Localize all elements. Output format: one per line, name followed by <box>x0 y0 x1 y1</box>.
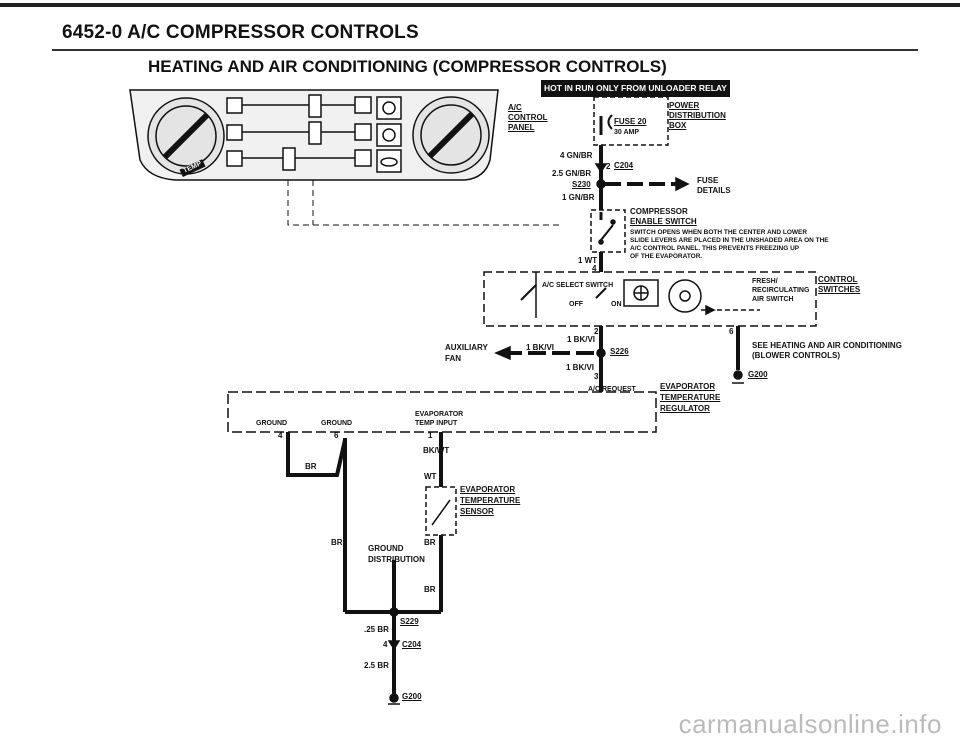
wire-br-d: BR <box>424 585 436 594</box>
panel-label-1: A/C <box>508 103 522 112</box>
regulator-ground-1: GROUND <box>256 420 288 427</box>
pin-ground-1: 4 <box>278 431 283 440</box>
switch-note-4: OF THE EVAPORATOR. <box>630 253 703 260</box>
power-dist-label-1: POWER <box>669 101 700 110</box>
wire-1bkvi-b: 1 BK/VI <box>526 343 555 352</box>
compressor-enable-switch <box>590 209 626 253</box>
section-title: HEATING AND AIR CONDITIONING (COMPRESSOR… <box>148 57 667 76</box>
pin-c204: 2 <box>606 162 611 171</box>
pin-ac-request: 3 <box>594 372 599 381</box>
blower-note-2: (BLOWER CONTROLS) <box>752 351 840 360</box>
connector-c204b: C204 <box>402 640 422 649</box>
wire-br-c: BR <box>424 538 436 547</box>
control-switches-label-2: SWITCHES <box>818 285 861 294</box>
wire-25br: 2.5 BR <box>364 661 389 670</box>
wire-br-a: BR <box>305 462 317 471</box>
splice-s226-label: S226 <box>610 347 629 356</box>
ground-g200-b: G200 <box>402 692 422 701</box>
switch-note-3: A/C CONTROL PANEL. THIS PREVENTS FREEZIN… <box>630 245 800 252</box>
splice-s229 <box>389 607 399 617</box>
title-rule <box>52 49 918 51</box>
page-title: 6452-0 A/C COMPRESSOR CONTROLS <box>62 22 419 43</box>
power-distribution-box <box>593 96 669 146</box>
wire-025br: .25 BR <box>364 625 389 634</box>
ground-g200 <box>389 693 399 703</box>
fresh-label-3: AIR SWITCH <box>752 296 794 303</box>
panel-label-3: PANEL <box>508 123 535 132</box>
panel-label-2: CONTROL <box>508 113 548 122</box>
connector-c204: C204 <box>614 161 634 170</box>
aux-fan-2: FAN <box>445 354 461 363</box>
ground-distribution-2: DISTRIBUTION <box>368 555 425 564</box>
regulator-label-2: TEMPERATURE <box>660 393 721 402</box>
control-switches-box <box>483 271 817 327</box>
hot-in-run-banner: HOT IN RUN ONLY FROM UNLOADER RELAY K7 <box>541 80 730 110</box>
recirc-icon <box>668 279 702 313</box>
pin-ground-2: 6 <box>334 431 339 440</box>
wire-wt: WT <box>424 472 437 481</box>
power-dist-label-2: DISTRIBUTION <box>669 111 726 120</box>
pin-relay: 2 <box>594 327 599 336</box>
wire-1gnbr: 1 GN/BR <box>562 193 595 202</box>
fresh-label-2: RECIRCULATING <box>752 287 810 294</box>
ground-g200-a: G200 <box>748 370 768 379</box>
top-rule <box>0 3 960 7</box>
switch-note-2: SLIDE LEVERS ARE PLACED IN THE UNSHADED … <box>630 237 829 244</box>
regulator-label-1: EVAPORATOR <box>660 382 716 391</box>
aux-fan-1: AUXILIARY <box>445 343 488 352</box>
off-label: OFF <box>569 301 583 308</box>
watermark: carmanualsonline.info <box>678 709 942 739</box>
pin-ctrl: 6 <box>729 327 734 336</box>
fuse-details-arrow <box>675 176 690 192</box>
wire-1wt: 1 WT <box>578 256 598 265</box>
wire-bkwt: BK/WT <box>423 446 450 455</box>
ground-distribution-1: GROUND <box>368 544 404 553</box>
evap-temp-input-1: EVAPORATOR <box>415 411 464 418</box>
fuse-details-2: DETAILS <box>697 186 731 195</box>
sensor-label-2: TEMPERATURE <box>460 496 521 505</box>
wire-1bkvi-c: 1 BK/VI <box>566 363 595 372</box>
aux-fan-arrow <box>494 345 511 361</box>
splice-s226 <box>596 348 606 358</box>
splice-s229-label: S229 <box>400 617 419 626</box>
panel-lower-bracket <box>287 180 560 226</box>
regulator-ground-2: GROUND <box>321 420 353 427</box>
fuse-amp: 30 AMP <box>614 129 640 136</box>
wire-25gnbr: 2.5 GN/BR <box>552 169 592 178</box>
fuse-label: FUSE 20 <box>614 117 647 126</box>
regulator-label-3: REGULATOR <box>660 404 710 413</box>
blower-note-1: SEE HEATING AND AIR CONDITIONING <box>752 341 902 350</box>
compressor-switch-title-2: ENABLE SWITCH <box>630 217 697 226</box>
pin-c204b: 4 <box>383 640 388 649</box>
pin-fuse: 4 <box>592 264 597 273</box>
splice-s230 <box>596 179 606 189</box>
fuse-details-1: FUSE <box>697 176 719 185</box>
evaporator-temperature-sensor <box>425 486 457 536</box>
ac-request-label: A/C REQUEST <box>588 386 636 393</box>
sensor-label-3: SENSOR <box>460 507 494 516</box>
power-dist-label-3: BOX <box>669 121 687 130</box>
wire-br-b: BR <box>331 538 343 547</box>
compressor-switch-title-1: COMPRESSOR <box>630 207 688 216</box>
control-switches-label-1: CONTROL <box>818 275 858 284</box>
splice-s230-label: S230 <box>572 180 591 189</box>
evap-temp-input-2: TEMP INPUT <box>415 420 458 427</box>
slide-levers <box>226 94 402 173</box>
switch-note-1: SWITCH OPENS WHEN BOTH THE CENTER AND LO… <box>630 229 808 236</box>
wire-4gnbr: 4 GN/BR <box>560 151 593 160</box>
on-label: ON <box>611 301 622 308</box>
wire-1bkvi-a: 1 BK/VI <box>567 335 596 344</box>
pin-temp-input: 1 <box>428 431 433 440</box>
sensor-label-1: EVAPORATOR <box>460 485 516 494</box>
ac-select-switch-label: A/C SELECT SWITCH <box>542 282 614 289</box>
fresh-label-1: FRESH/ <box>752 278 778 285</box>
